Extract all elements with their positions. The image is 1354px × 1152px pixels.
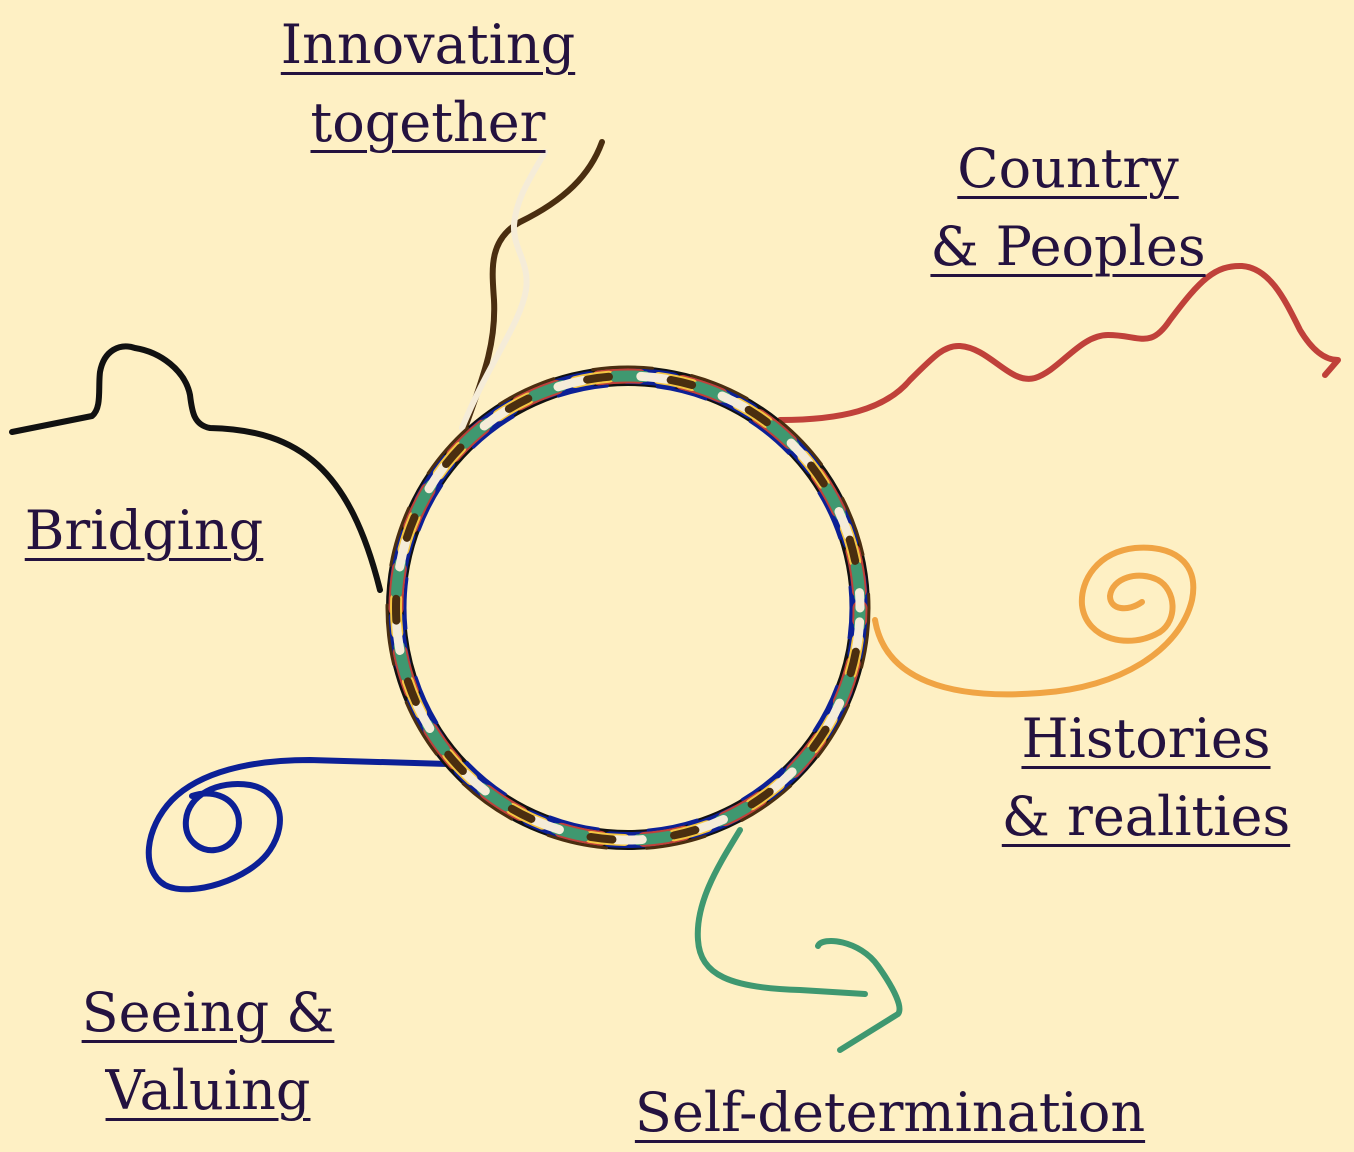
histories-line-1[interactable]: Histories <box>1021 707 1271 770</box>
label-innovating-together[interactable]: Innovating together <box>268 6 588 162</box>
label-histories-realities[interactable]: Histories & realities <box>990 700 1302 856</box>
label-seeing-valuing[interactable]: Seeing & Valuing <box>70 974 346 1130</box>
seeing-blue-thread <box>145 757 451 893</box>
innovating-cream-thread <box>459 149 548 431</box>
country-red-thread <box>777 262 1341 423</box>
country-line-1[interactable]: Country <box>957 137 1179 200</box>
bridging-line-1[interactable]: Bridging <box>24 499 264 562</box>
innovating-line-2[interactable]: together <box>310 91 546 154</box>
label-bridging[interactable]: Bridging <box>14 492 274 570</box>
self-determination-line-1[interactable]: Self-determination <box>634 1081 1146 1144</box>
innovating-line-1[interactable]: Innovating <box>280 13 576 76</box>
seeing-line-2[interactable]: Valuing <box>105 1059 311 1122</box>
histories-orange-thread <box>872 544 1197 698</box>
label-country-peoples[interactable]: Country & Peoples <box>918 130 1218 286</box>
seeing-line-1[interactable]: Seeing & <box>81 981 335 1044</box>
woven-ring <box>385 365 871 851</box>
country-line-2[interactable]: & Peoples <box>930 215 1206 278</box>
self-determination-arrow-head <box>815 937 903 1053</box>
bridging-black-thread <box>9 343 383 593</box>
histories-line-2[interactable]: & realities <box>1001 785 1291 848</box>
innovating-brown-thread <box>463 139 605 428</box>
self-determination-green-thread <box>694 827 868 997</box>
label-self-determination[interactable]: Self-determination <box>610 1074 1170 1152</box>
